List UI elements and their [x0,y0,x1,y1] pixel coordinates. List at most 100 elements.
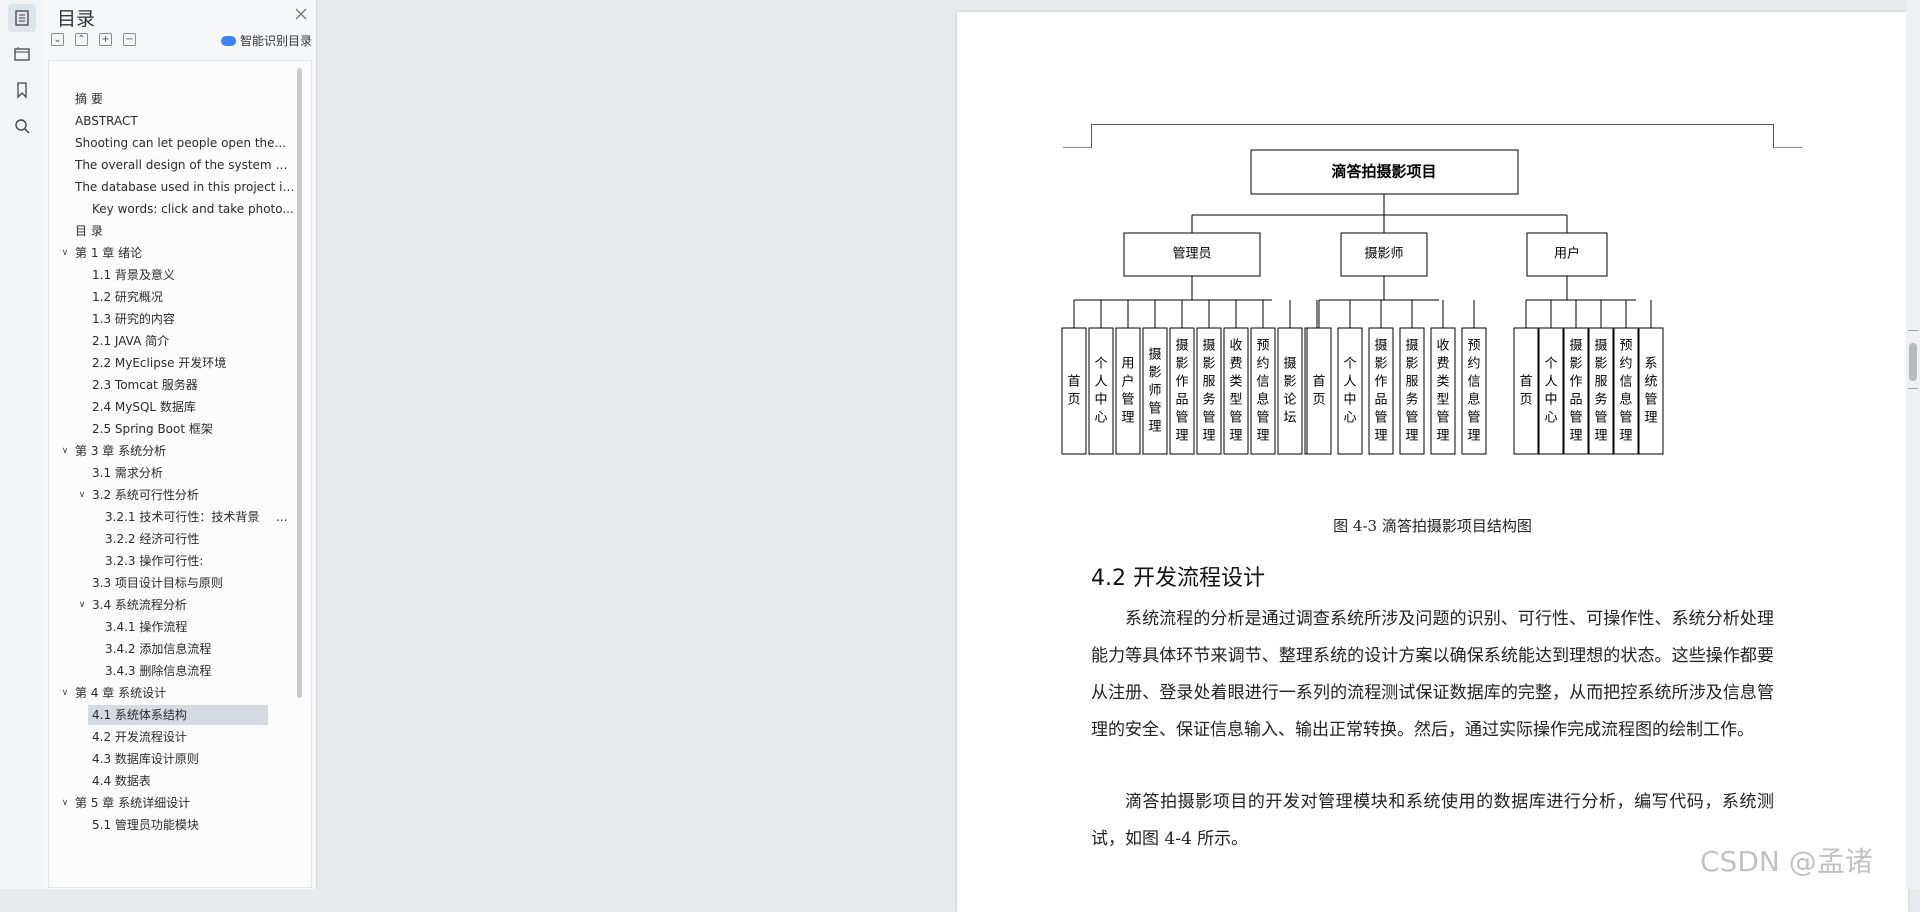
smart-toc-button[interactable]: 智能识别目录 [221,32,312,49]
toc-item[interactable]: 摘 要 [75,92,103,106]
root-node [1250,149,1519,195]
toc-item[interactable]: The overall design of the system m... [75,158,296,172]
toc-item[interactable]: 3.2.1 技术可行性：技术背景 [105,510,260,524]
diagram-label: 用户 [1554,246,1580,262]
more-icon[interactable]: ... [276,510,288,524]
add-entry-button[interactable]: + [99,33,112,46]
cloud-icon [221,35,236,46]
leaf-label: 预约信息管理 [1256,339,1269,444]
remove-entry-button[interactable]: − [123,33,136,46]
toc-item[interactable]: 目 录 [75,224,103,238]
toc-item[interactable]: 3.3 项目设计目标与原则 [92,576,223,590]
leaf-label: 预约信息管理 [1619,339,1632,444]
leaf-node [1196,327,1222,455]
toc-item[interactable]: 3.4.1 操作流程 [105,620,188,634]
diagram-label: 摄影师 [1364,247,1403,262]
leaf-node [1169,327,1195,455]
leaf-label: 个人中心 [1094,357,1107,426]
smart-toc-label: 智能识别目录 [240,34,313,48]
toc-item[interactable]: ABSTRACT [75,114,138,128]
toc-item[interactable]: 2.1 JAVA 简介 [92,334,170,348]
leaf-label: 系统管理 [1644,357,1657,426]
toc-item[interactable]: 第 1 章 绪论 [75,246,143,260]
toc-item[interactable]: 2.4 MySQL 数据库 [92,400,196,414]
chevron-down-icon[interactable]: ∨ [61,798,69,808]
toc-item[interactable]: 4.1 系统体系结构 [88,705,268,725]
bookmark-icon[interactable] [8,76,36,104]
leaf-label: 摄影服务管理 [1594,339,1607,444]
toc-item[interactable]: 4.2 开发流程设计 [92,730,187,744]
figure-caption: 图 4-3 滴答拍摄影项目结构图 [1333,517,1532,535]
scroll-thumb[interactable] [1909,343,1917,381]
leaf-node [1142,327,1168,455]
leaf-node [1461,327,1487,455]
section-heading: 4.2 开发流程设计 [1091,566,1265,591]
leaf-label: 摄影论坛 [1283,357,1296,426]
expand-up-button[interactable]: ⌃ [75,33,88,46]
leaf-label: 摄影师管理 [1148,348,1161,435]
leaf-label: 摄影服务管理 [1405,339,1418,444]
leaf-node [1613,327,1639,455]
chevron-down-icon[interactable]: ∨ [61,688,69,698]
toc-item[interactable]: 3.4 系统流程分析 [92,598,187,612]
leaf-node [1538,327,1564,455]
leaf-label: 摄影服务管理 [1202,339,1215,444]
toc-item[interactable]: The database used in this project is ... [75,180,296,194]
toc-list [48,60,312,888]
leaf-node [1061,327,1087,455]
leaf-node [1399,327,1425,455]
toc-item[interactable]: 1.2 研究概况 [92,290,163,304]
toc-item[interactable]: Shooting can let people open the... [75,136,286,150]
toc-item[interactable]: 5.1 管理员功能模块 [92,818,199,832]
search-icon[interactable] [8,112,36,140]
toc-item[interactable]: 3.2.2 经济可行性 [105,532,200,546]
chevron-down-icon[interactable]: ∨ [78,490,86,500]
structure-diagram: 滴答拍摄影项目管理员首页个人中心用户管理摄影师管理摄影作品管理摄影服务管理收费类… [1061,149,1664,455]
toc-item[interactable]: 3.4.3 删除信息流程 [105,664,212,678]
close-icon[interactable] [294,7,308,21]
leaf-node [1223,327,1249,455]
header-rule-left [1091,124,1092,148]
collapse-all-button[interactable]: ⌄ [51,33,64,46]
leaf-label: 摄影作品管理 [1175,339,1188,444]
toc-item[interactable]: 第 5 章 系统详细设计 [75,796,191,810]
leaf-node [1088,327,1114,455]
toc-scrollbar[interactable] [297,68,302,698]
toc-item[interactable]: 3.4.2 添加信息流程 [105,642,212,656]
toc-item[interactable]: 第 4 章 系统设计 [75,686,167,700]
body-paragraph-2: 滴答拍摄影项目的开发对管理模块和系统使用的数据库进行分析，编写代码，系统测试，如… [1091,792,1774,849]
watermark: CSDN @孟诸 [1700,845,1873,878]
leaf-node [1250,327,1276,455]
toc-item[interactable]: 2.5 Spring Boot 框架 [92,422,213,436]
document-scrollbar[interactable] [1906,0,1920,889]
chevron-down-icon[interactable]: ∨ [78,600,86,610]
outline-icon[interactable] [8,40,36,68]
header-rule-right [1773,124,1774,148]
toc-item[interactable]: 2.3 Tomcat 服务器 [92,378,198,392]
leaf-label: 个人中心 [1343,357,1356,426]
leaf-label: 个人中心 [1544,357,1557,426]
leaf-label: 收费类型管理 [1436,339,1449,444]
leaf-node [1513,327,1539,455]
chevron-down-icon[interactable]: ∨ [61,446,69,456]
toc-item[interactable]: 3.2.3 操作可行性: [105,554,204,568]
toc-item[interactable]: Key words: click and take photo... [92,202,294,216]
toc-item[interactable]: 1.1 背景及意义 [92,268,175,282]
toc-item[interactable]: 第 3 章 系统分析 [75,444,167,458]
toc-item[interactable]: 3.2 系统可行性分析 [92,488,199,502]
leaf-node [1638,327,1664,455]
toc-item[interactable]: 3.1 需求分析 [92,466,163,480]
chevron-down-icon[interactable]: ∨ [61,248,69,258]
header-rule [1091,124,1774,125]
toc-item[interactable]: 4.4 数据表 [92,774,151,788]
body-paragraph-1: 系统流程的分析是通过调查系统所涉及问题的识别、可行性、可操作性、系统分析处理能力… [1091,609,1774,740]
toc-item[interactable]: 4.3 数据库设计原则 [92,752,199,766]
toc-panel-icon[interactable] [8,4,36,32]
group-node [1526,232,1608,277]
leaf-label: 首页 [1312,375,1325,408]
toc-item[interactable]: 1.3 研究的内容 [92,312,175,326]
leaf-label: 预约信息管理 [1467,339,1480,444]
leaf-node [1115,327,1141,455]
toc-item[interactable]: 2.2 MyEclipse 开发环境 [92,356,227,370]
